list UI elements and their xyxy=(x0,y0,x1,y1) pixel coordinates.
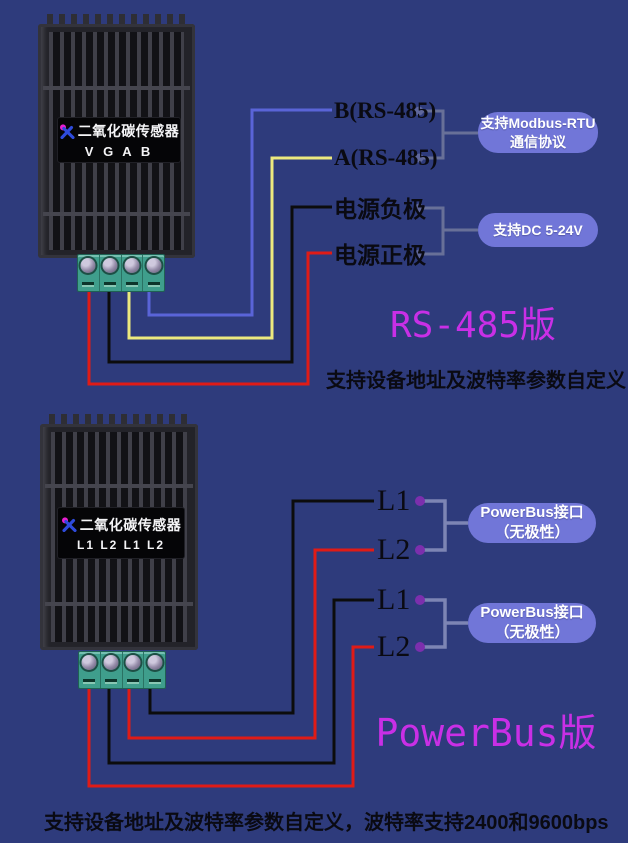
screw-icon xyxy=(147,655,163,670)
connector-dot xyxy=(414,249,424,259)
version-label-powerbus: PowerBus版 xyxy=(375,711,597,755)
version-label-rs485: RS-485版 xyxy=(389,305,557,346)
device-nameplate: 二氧化碳传感器 L1 L2 L1 L2 xyxy=(58,508,184,558)
heatsink-teeth xyxy=(49,414,189,427)
device-port-names: L1 L2 L1 L2 xyxy=(76,537,166,552)
callout-line: （无极性） xyxy=(494,624,570,641)
device-brand: 二氧化碳传感器 xyxy=(79,516,182,533)
connector-dot xyxy=(414,203,424,213)
terminal xyxy=(144,652,165,688)
wire-slot xyxy=(82,282,95,287)
screw-icon xyxy=(102,258,118,273)
wire-powerbus-l1-a xyxy=(148,499,374,715)
connector-dot xyxy=(415,595,425,605)
wire-powerbus-l2-b xyxy=(87,645,374,788)
terminal xyxy=(143,255,164,291)
connector-dot xyxy=(415,642,425,652)
screw-icon xyxy=(124,258,140,273)
device-photo-powerbus: 二氧化碳传感器 L1 L2 L1 L2 xyxy=(40,414,198,650)
heatsink-teeth xyxy=(47,14,186,27)
wire-label-l1-b: L1 xyxy=(377,583,411,616)
wire-slot xyxy=(125,282,138,287)
callout-line: PowerBus接口 xyxy=(480,504,584,522)
terminal xyxy=(122,255,144,291)
brand-logo-icon xyxy=(59,123,75,139)
terminal xyxy=(100,255,122,291)
callout-line: （无极性） xyxy=(494,524,570,541)
callout-dc: 支持DC 5-24V xyxy=(478,213,598,247)
terminal xyxy=(123,652,145,688)
wire-slot xyxy=(105,679,118,684)
callout-modbus: 支持Modbus-RTU 通信协议 xyxy=(478,112,598,153)
device-port-names: V G A B xyxy=(84,144,154,159)
screw-icon xyxy=(146,258,162,273)
wire-rs485-a xyxy=(127,156,332,340)
connector-dot xyxy=(414,106,424,116)
bracket-powerbus-1 xyxy=(421,499,447,552)
terminal xyxy=(78,255,100,291)
callout-line: 通信协议 xyxy=(510,133,566,150)
connector-dot xyxy=(414,153,424,163)
terminal xyxy=(79,652,101,688)
screw-icon xyxy=(125,655,141,670)
wire-label-l2-b: L2 xyxy=(377,630,411,663)
wire-rs485-b xyxy=(147,108,332,317)
device-nameplate: 二氧化碳传感器 V G A B xyxy=(58,118,180,162)
device-brand: 二氧化碳传感器 xyxy=(77,123,180,139)
bracket-powerbus-2 xyxy=(421,598,447,649)
wire-power-positive xyxy=(87,251,332,386)
callout-line: 支持Modbus-RTU xyxy=(480,115,596,132)
wire-label-power-positive: 电源正极 xyxy=(334,243,426,268)
connector-dot xyxy=(415,545,425,555)
screw-icon xyxy=(80,258,96,273)
caption-powerbus: 支持设备地址及波特率参数自定义，波特率支持2400和9600bps xyxy=(44,812,609,834)
terminal-block-rs485 xyxy=(77,254,165,292)
wire-label-a-rs485: A(RS-485) xyxy=(334,145,438,170)
wire-powerbus-l2-a xyxy=(127,548,374,740)
wire-slot xyxy=(147,282,160,287)
terminal xyxy=(101,652,123,688)
wire-power-negative xyxy=(107,205,332,364)
device-photo-rs485: 二氧化碳传感器 V G A B xyxy=(38,14,195,258)
caption-rs485: 支持设备地址及波特率参数自定义 xyxy=(326,370,626,392)
screw-icon xyxy=(81,655,97,670)
callout-powerbus-2: PowerBus接口 （无极性） xyxy=(468,603,596,643)
terminal-block-powerbus xyxy=(78,651,166,689)
wire-slot xyxy=(148,679,161,684)
callout-line: PowerBus接口 xyxy=(480,604,584,622)
wire-slot xyxy=(126,679,139,684)
wire-slot xyxy=(104,282,117,287)
brand-logo-icon xyxy=(61,517,77,533)
callout-line: 支持DC 5-24V xyxy=(493,221,583,238)
wire-label-l1-a: L1 xyxy=(377,484,411,517)
wire-slot xyxy=(83,679,96,684)
screw-icon xyxy=(103,655,119,670)
wire-powerbus-l1-b xyxy=(107,598,374,765)
wire-label-power-negative: 电源负极 xyxy=(334,197,426,222)
callout-powerbus-1: PowerBus接口 （无极性） xyxy=(468,503,596,543)
wire-label-b-rs485: B(RS-485) xyxy=(334,98,437,123)
wire-label-l2-a: L2 xyxy=(377,533,411,566)
connector-dot xyxy=(415,496,425,506)
